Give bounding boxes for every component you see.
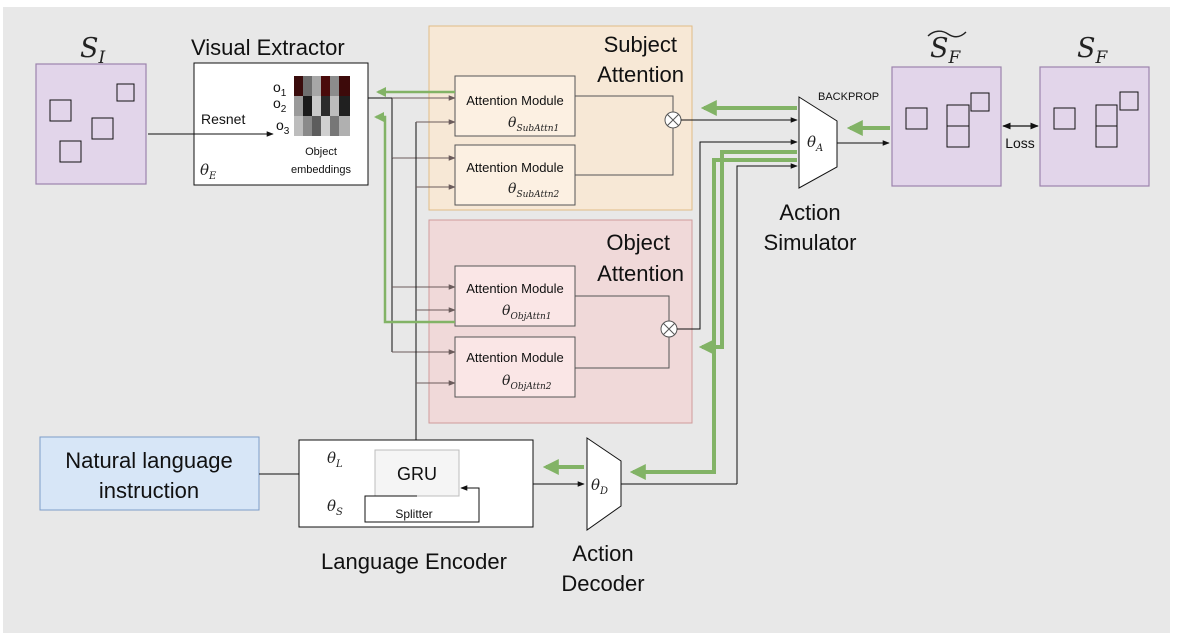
input-state-panel: SI — [35, 33, 147, 185]
splitter-loop — [364, 485, 480, 523]
svg-text:θA: θA — [807, 133, 823, 154]
action-simulator-title-2: Simulator — [764, 230, 857, 255]
final-state-label: SF — [1077, 33, 1109, 68]
svg-text:Attention Module: Attention Module — [466, 281, 564, 296]
backprop-paths — [542, 100, 890, 480]
svg-text:Attention Module: Attention Module — [466, 350, 564, 365]
input-state-label: SI — [80, 33, 106, 68]
object-attention-module-1: Attention Module θObjAttn1 — [454, 265, 576, 327]
object-embeddings-matrix — [294, 76, 350, 136]
extractor-connections — [368, 95, 456, 440]
language-encoder-title: Language Encoder — [321, 549, 507, 574]
object-attention-title-2: Attention — [597, 261, 684, 286]
visual-extractor-param: θE — [200, 161, 217, 182]
object-label-3: o3 — [276, 117, 290, 137]
object-attention-group: Object Attention Attention Module θObjAt… — [428, 219, 693, 424]
predicted-state-label: SF — [930, 33, 962, 68]
predicted-state-panel: SF — [891, 30, 1002, 187]
object-label-1: o1 — [273, 79, 287, 99]
resnet-label: Resnet — [201, 111, 245, 127]
visual-extractor-title: Visual Extractor — [191, 35, 345, 60]
action-decoder-title-1: Action — [572, 541, 633, 566]
subject-attention-title-2: Attention — [597, 62, 684, 87]
svg-text:Attention Module: Attention Module — [466, 93, 564, 108]
language-encoder: θL θS GRU Splitter Language Encoder — [298, 439, 534, 574]
svg-text:GRU: GRU — [397, 464, 437, 484]
action-simulator-title-1: Action — [779, 200, 840, 225]
object-attention-title-1: Object — [606, 230, 670, 255]
subject-multiply-icon — [664, 111, 682, 129]
svg-text:Attention Module: Attention Module — [466, 160, 564, 175]
subject-attention-group: Subject Attention Attention Module θSubA… — [428, 25, 693, 211]
subject-attention-module-2: Attention Module θSubAttn2 — [454, 144, 576, 206]
loss-label: Loss — [1005, 135, 1035, 151]
svg-text:Splitter: Splitter — [395, 507, 432, 521]
action-decoder-title-2: Decoder — [561, 571, 644, 596]
svg-text:θS: θS — [327, 497, 343, 518]
action-simulator: θA BACKPROP Action Simulator — [764, 91, 880, 255]
svg-text:θObjAttn2: θObjAttn2 — [502, 373, 552, 392]
gru-box — [374, 449, 460, 497]
subject-attention-module-1: Attention Module θSubAttn1 — [454, 75, 576, 137]
final-state-panel: SF — [1039, 33, 1150, 187]
svg-text:θSubAttn2: θSubAttn2 — [508, 181, 560, 200]
instruction-box: Natural language instruction — [39, 436, 260, 511]
svg-text:θD: θD — [591, 476, 608, 497]
object-embeddings-caption-1: Object — [305, 146, 337, 158]
visual-extractor: Visual Extractor Resnet θE o1 o2 o3 Obje… — [191, 35, 369, 186]
instruction-line-1: Natural language — [65, 448, 233, 473]
tilde-mark — [927, 30, 967, 38]
instruction-line-2: instruction — [99, 478, 199, 503]
action-decoder: θD Action Decoder — [561, 437, 645, 596]
svg-text:θL: θL — [327, 449, 343, 470]
simulator-input-connections — [677, 117, 890, 484]
svg-text:θSubAttn1: θSubAttn1 — [508, 115, 559, 134]
object-attention-module-2: Attention Module θObjAttn2 — [454, 336, 576, 398]
backprop-label: BACKPROP — [818, 91, 879, 103]
object-multiply-icon — [660, 320, 678, 338]
object-embeddings-caption-2: embeddings — [291, 164, 351, 176]
svg-text:θObjAttn1: θObjAttn1 — [502, 303, 551, 322]
object-label-2: o2 — [273, 95, 287, 115]
backprop-thin-paths — [374, 87, 455, 324]
subject-attention-title-1: Subject — [604, 32, 677, 57]
